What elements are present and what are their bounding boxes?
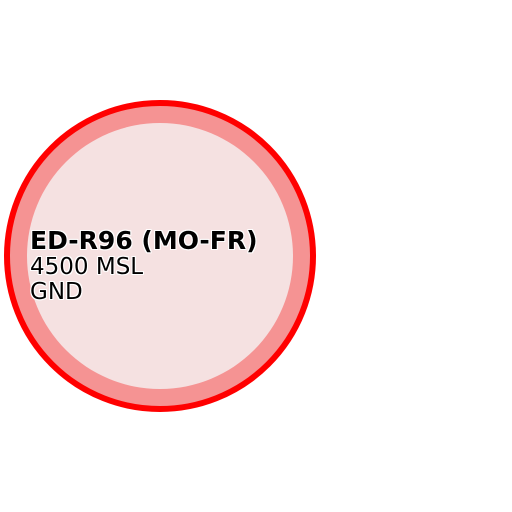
airspace-upper-limit: 4500 MSL	[30, 253, 144, 280]
airspace-name: ED-R96 (MO-FR)	[30, 226, 258, 255]
airspace-label: ED-R96 (MO-FR) 4500 MSL GND	[30, 227, 258, 305]
restricted-airspace-area[interactable]	[27, 123, 293, 389]
airspace-lower-limit: GND	[30, 278, 83, 305]
